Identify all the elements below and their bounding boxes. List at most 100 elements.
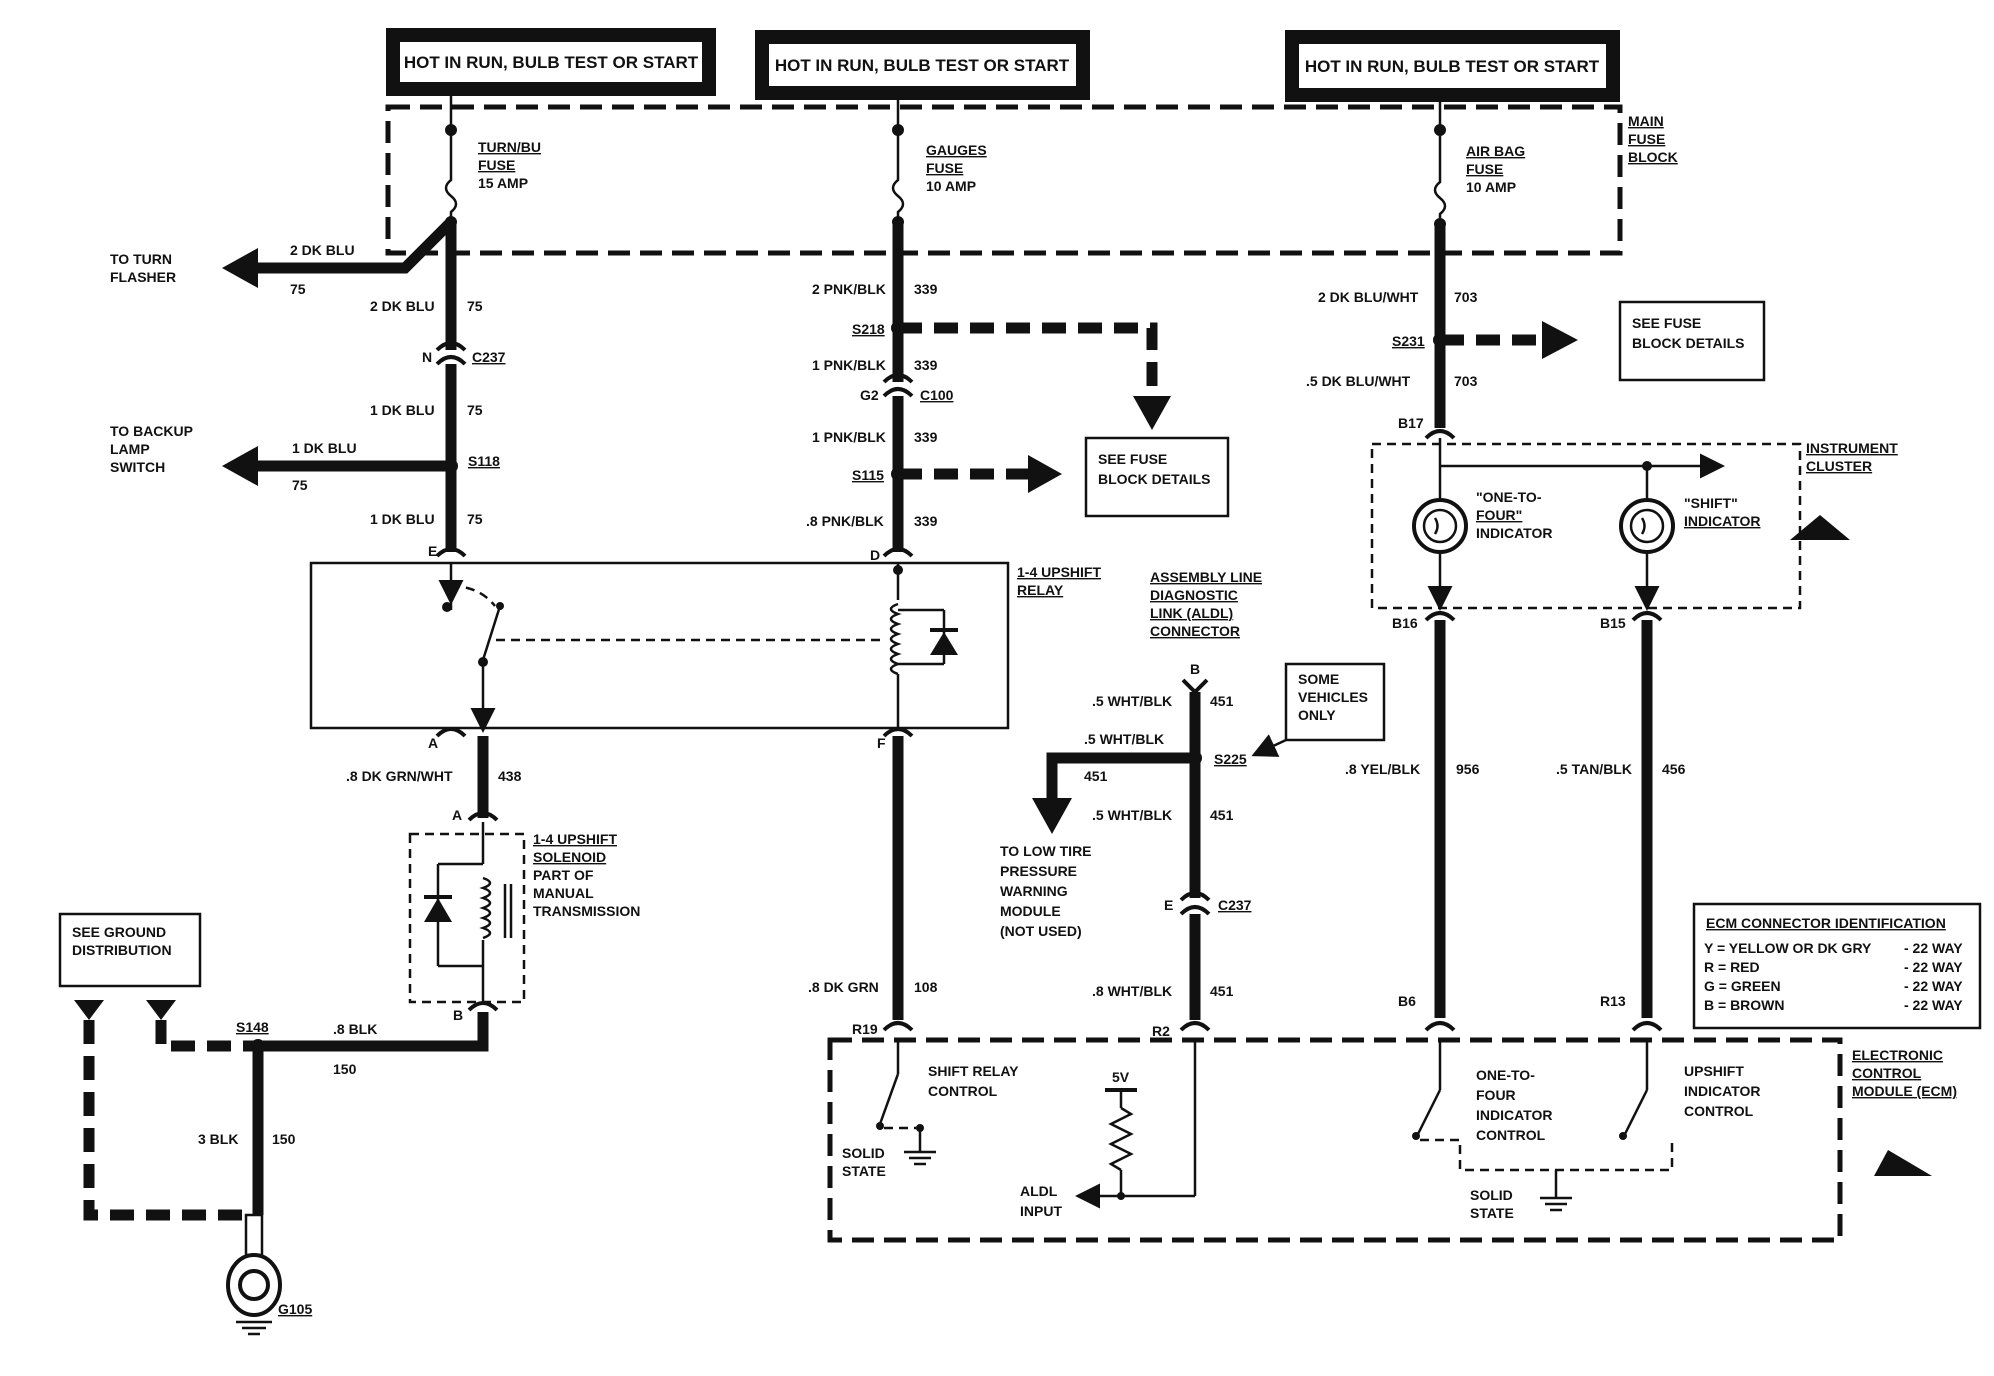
aldl-w2: .5 WHT/BLK [1092, 807, 1172, 823]
s231-arrow-icon [1542, 321, 1578, 359]
shift-relay-ctrl-2: CONTROL [928, 1083, 998, 1099]
s115-arrow-icon [1028, 455, 1062, 493]
right-w4-circuit: 456 [1662, 761, 1686, 777]
aldl-label-4: CONNECTOR [1150, 623, 1240, 639]
pin-b17: B17 [1398, 415, 1424, 431]
solenoid-label-4: MANUAL [533, 885, 594, 901]
to-backup-3: SWITCH [110, 459, 165, 475]
ecm-id-row-3: B = BROWN [1704, 997, 1785, 1013]
left-w2-circuit: 75 [467, 402, 483, 418]
left-circuit: TURN/BU FUSE 15 AMP 2 DK BLU 75 TO TURN … [110, 96, 541, 559]
flasher-circuit: 75 [290, 281, 306, 297]
relay-pin-f: F [877, 735, 886, 751]
left-w1-circuit: 75 [467, 298, 483, 314]
ecm-ctrl1-2: FOUR [1476, 1087, 1516, 1103]
mid-w4-circuit: 339 [914, 513, 938, 529]
shift-relay-switch-icon [878, 1073, 900, 1125]
mid-w4: .8 PNK/BLK [806, 513, 884, 529]
aldl-connector-icon [1181, 678, 1209, 695]
aldl-pin-b: B [1190, 661, 1200, 677]
to-turn-flasher-2: FLASHER [110, 269, 176, 285]
turn-flasher-arrow-icon [222, 248, 258, 288]
header-middle-text: HOT IN RUN, BULB TEST OR START [775, 56, 1070, 75]
mid-w5: .8 DK GRN [808, 979, 879, 995]
one-to-four-2: FOUR" [1476, 507, 1522, 523]
left-w4: .8 DK GRN/WHT [346, 768, 453, 784]
ecm-label-1: ELECTRONIC [1852, 1047, 1943, 1063]
shift-ind-1: "SHIFT" [1684, 495, 1738, 511]
air-bag-fuse-rating: 10 AMP [1466, 179, 1516, 195]
backup-wire: 1 DK BLU [292, 440, 357, 456]
aldl-conn-pin: E [1164, 897, 1173, 913]
cluster-label-1: INSTRUMENT [1806, 440, 1898, 456]
solenoid-label-1: 1-4 UPSHIFT [533, 831, 617, 847]
pin-b16: B16 [1392, 615, 1418, 631]
low-tire-1: TO LOW TIRE [1000, 843, 1092, 859]
ecm-ctrl1-4: CONTROL [1476, 1127, 1546, 1143]
solenoid-diode-icon [424, 898, 452, 922]
pin-b15: B15 [1600, 615, 1626, 631]
ecm-id-row-0-ways: - 22 WAY [1904, 940, 1963, 956]
ground-symbol-icon [74, 1000, 104, 1020]
fuse-block-label-1: MAIN [1628, 113, 1664, 129]
aldl-w3-circuit: 451 [1210, 983, 1234, 999]
right-solid-state-1: SOLID [1470, 1187, 1513, 1203]
some-vehicles-1: SOME [1298, 671, 1339, 687]
header-left-text: HOT IN RUN, BULB TEST OR START [404, 53, 699, 72]
right-w4: .5 TAN/BLK [1556, 761, 1632, 777]
ecm-label-3: MODULE (ECM) [1852, 1083, 1957, 1099]
low-tire-arrow-icon [1032, 798, 1072, 834]
header-right-text: HOT IN RUN, BULB TEST OR START [1305, 57, 1600, 76]
air-bag-fuse-label: FUSE [1466, 161, 1503, 177]
right-w3-circuit: 956 [1456, 761, 1480, 777]
solenoid-label-2: SOLENOID [533, 849, 606, 865]
fuse-block-label-2: FUSE [1628, 131, 1665, 147]
turn-bu-fuse-icon [444, 130, 458, 222]
relay-pin-a: A [428, 735, 438, 751]
low-tire-3: WARNING [1000, 883, 1068, 899]
header-left: HOT IN RUN, BULB TEST OR START [386, 28, 716, 96]
c237-aldl-connector-icon [1179, 891, 1211, 902]
aldl-label-1: ASSEMBLY LINE [1150, 569, 1262, 585]
mid-solid-state-2: STATE [842, 1163, 886, 1179]
aldl-branch-wire: .5 WHT/BLK [1084, 731, 1164, 747]
ecm-pin-r19: R19 [852, 1021, 878, 1037]
ecm-id-title: ECM CONNECTOR IDENTIFICATION [1706, 915, 1946, 931]
turn-bu-fuse-name: TURN/BU [478, 139, 541, 155]
one-to-four-switch-icon [1416, 1089, 1442, 1135]
mid-solid-state-1: SOLID [842, 1145, 885, 1161]
solenoid-coil-icon [479, 876, 492, 940]
low-tire-2: PRESSURE [1000, 863, 1077, 879]
ecm-id-row-1-ways: - 22 WAY [1904, 959, 1963, 975]
ecm-pin-r2: R2 [1152, 1023, 1170, 1039]
gnd-circuit-2: 150 [272, 1131, 296, 1147]
ecm-ctrl2-3: CONTROL [1684, 1103, 1754, 1119]
mid-conn-pin: G2 [860, 387, 879, 403]
ecm-ctrl1-1: ONE-TO- [1476, 1067, 1535, 1083]
g105-ground-lug-icon [226, 1253, 282, 1317]
solenoid-label-5: TRANSMISSION [533, 903, 640, 919]
aldl-circuit: ASSEMBLY LINE DIAGNOSTIC LINK (ALDL) CON… [1000, 569, 1386, 1039]
esd-warning-icon [1790, 515, 1850, 540]
aldl-input-2: INPUT [1020, 1203, 1062, 1219]
ecm-id-row-3-ways: - 22 WAY [1904, 997, 1963, 1013]
to-backup-2: LAMP [110, 441, 150, 457]
relay-coil-icon [889, 602, 902, 676]
right-w1: 2 DK BLU/WHT [1318, 289, 1419, 305]
mid-w3-circuit: 339 [914, 429, 938, 445]
left-lower-circuit: A .8 DK GRN/WHT 438 A 1-4 UPSHIFT SOLENO… [58, 727, 640, 1336]
left-w3-circuit: 75 [467, 511, 483, 527]
gnd-circuit: 150 [333, 1061, 357, 1077]
s118-label: S118 [468, 453, 500, 469]
ecm-module: ELECTRONIC CONTROL MODULE (ECM) SHIFT RE… [827, 1037, 1957, 1243]
right-circuit: AIR BAG FUSE 10 AMP 2 DK BLU/WHT 703 S23… [1306, 102, 1898, 1032]
header-middle: HOT IN RUN, BULB TEST OR START [755, 30, 1090, 100]
upshift-relay: 1-4 UPSHIFT RELAY [309, 561, 1101, 733]
ecm-esd-warning-icon [1874, 1150, 1932, 1176]
shift-ind-2: INDICATOR [1684, 513, 1760, 529]
one-to-four-3: INDICATOR [1476, 525, 1552, 541]
s115-label: S115 [852, 467, 884, 483]
fuse-block-label-3: BLOCK [1628, 149, 1678, 165]
right-see-fuse-2: BLOCK DETAILS [1632, 335, 1745, 351]
